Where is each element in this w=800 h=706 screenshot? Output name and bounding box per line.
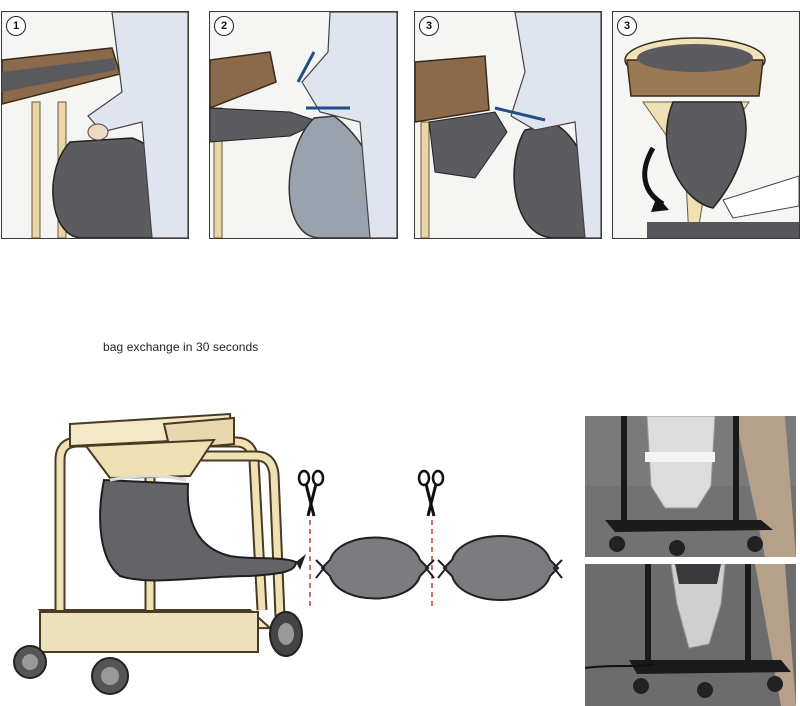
step-number-badge: 3 <box>617 16 637 36</box>
product-photo-top <box>585 416 796 557</box>
sealed-bag-section <box>315 536 435 600</box>
scissors-icon <box>297 469 325 517</box>
step-4-illustration <box>613 12 799 238</box>
step-panel-4: 3 <box>612 11 800 239</box>
step-panel-1: 1 <box>1 11 189 239</box>
step-3-illustration <box>415 12 601 238</box>
scissors-icon <box>417 469 445 517</box>
step-panel-3: 3 <box>414 11 602 239</box>
sealed-bag-section <box>437 535 563 601</box>
step-number-badge: 1 <box>6 16 26 36</box>
step-number-badge: 2 <box>214 16 234 36</box>
step-panel-2: 2 <box>209 11 398 239</box>
step-number-badge: 3 <box>419 16 439 36</box>
bag-cutting-illustration <box>13 412 563 695</box>
step-2-illustration <box>210 12 397 238</box>
caption: bag exchange in 30 seconds <box>103 340 259 354</box>
step-1-illustration <box>2 12 188 238</box>
product-photo-bottom <box>585 564 796 706</box>
